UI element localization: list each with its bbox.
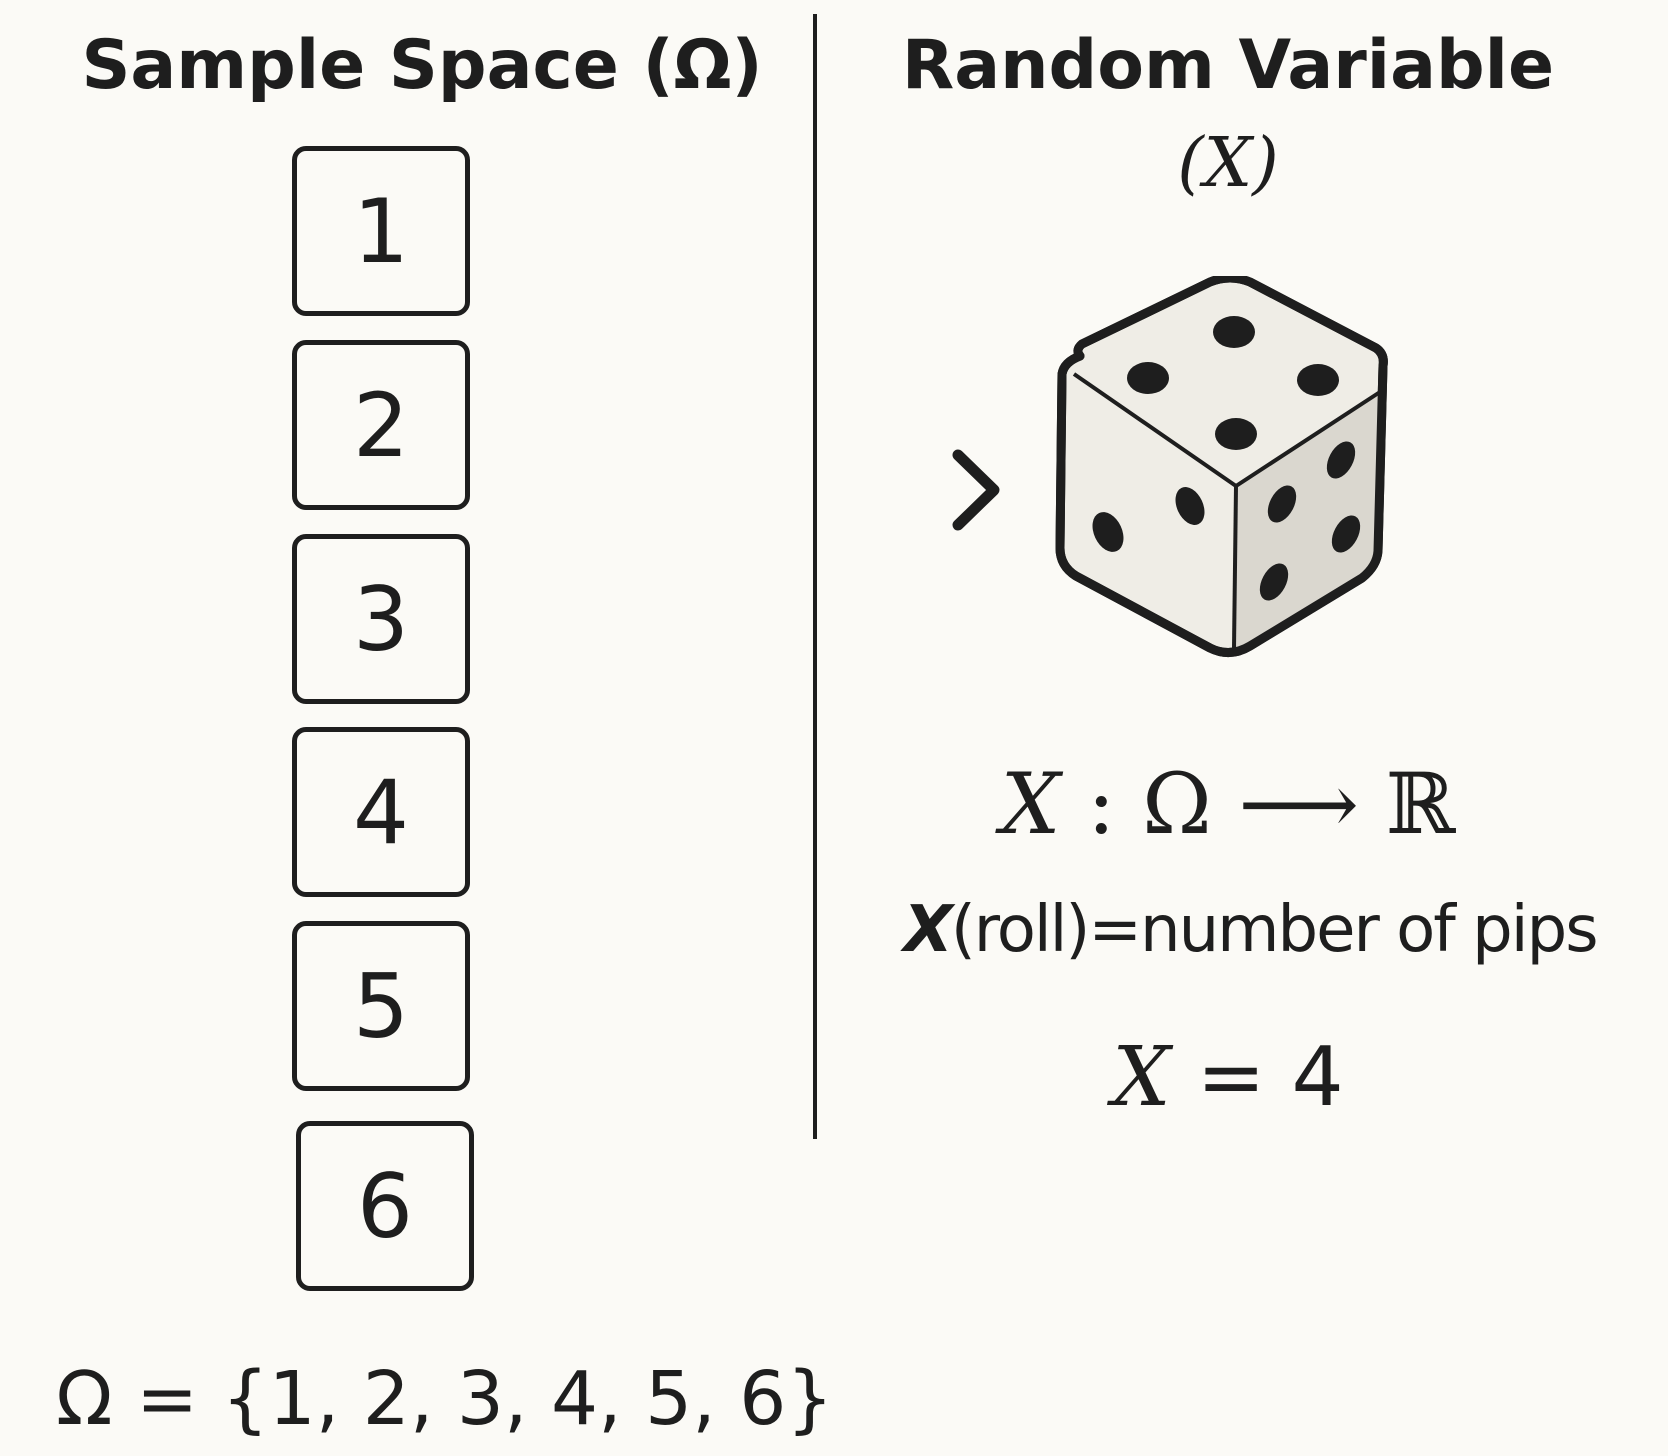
sample-space-set: Ω = {1, 2, 3, 4, 5, 6} <box>56 1356 834 1442</box>
sample-space-heading: Sample Space (Ω) <box>81 26 763 105</box>
mapping-formula: X : Ω ⟶ ℝ <box>860 755 1596 853</box>
mapping-colon: : <box>1060 755 1143 853</box>
random-variable-symbol: (X) <box>1177 124 1279 203</box>
mapping-arrow: ⟶ <box>1211 755 1386 853</box>
panel-divider <box>813 14 817 1139</box>
value-number: 4 <box>1291 1030 1344 1125</box>
arrow-right-icon <box>868 440 1010 544</box>
definition-formula: X(roll)=number of pips <box>860 893 1640 967</box>
value-var: X <box>1112 1030 1171 1125</box>
random-variable-title: Random Variable <box>901 26 1555 105</box>
outcome-box-4: 4 <box>292 727 470 897</box>
mapping-var: X <box>1000 755 1061 853</box>
outcome-box-2: 2 <box>292 340 470 510</box>
value-eq: = <box>1170 1030 1292 1125</box>
outcome-box-5: 5 <box>292 921 470 1091</box>
definition-rest: (roll)=number of pips <box>950 893 1599 967</box>
outcome-box-6: 6 <box>296 1121 474 1291</box>
definition-var: X <box>903 893 952 967</box>
mapping-domain: Ω <box>1142 755 1212 853</box>
outcome-list: 1 2 3 4 5 6 <box>0 0 844 1300</box>
value-formula: X = 4 <box>860 1030 1596 1125</box>
mapping-codomain: ℝ <box>1385 755 1456 853</box>
outcome-box-1: 1 <box>292 146 470 316</box>
outcome-box-3: 3 <box>292 534 470 704</box>
die-icon <box>1050 273 1410 670</box>
random-variable-heading: Random Variable (X) <box>860 32 1596 198</box>
